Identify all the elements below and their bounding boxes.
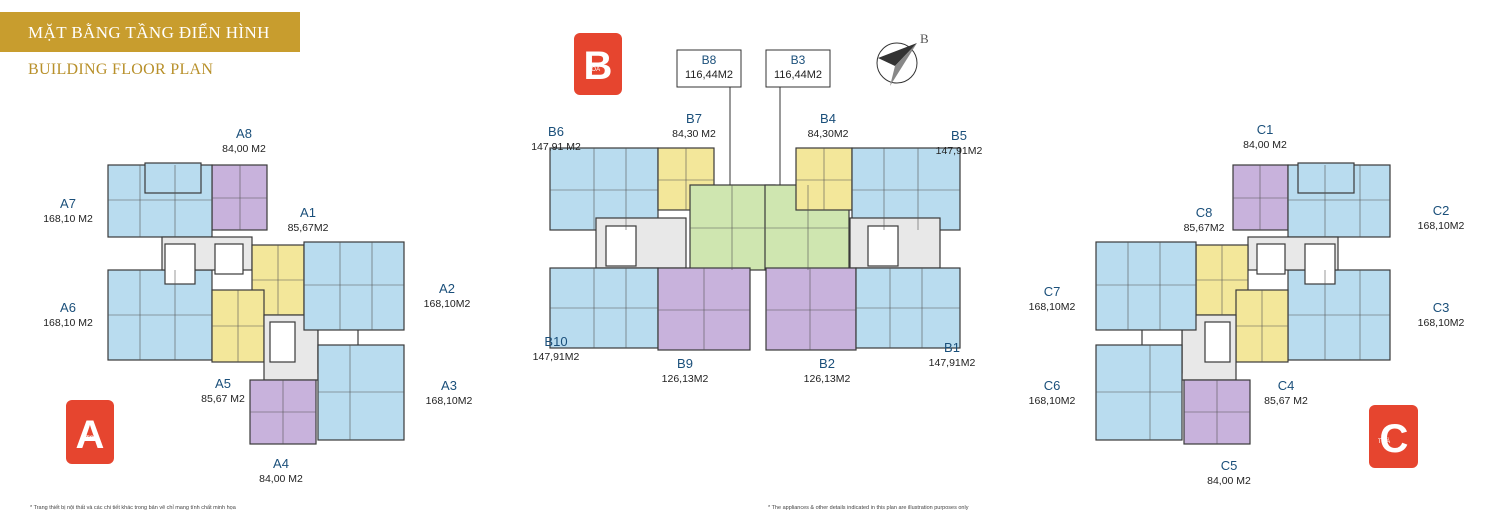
unit-code-c7: C7	[1044, 284, 1061, 299]
unit-code-a2: A2	[439, 281, 455, 296]
unit-b2-shape	[765, 267, 857, 351]
unit-area-b9: 126,13M2	[662, 373, 709, 385]
unit-code-c2: C2	[1433, 203, 1450, 218]
badge-a-letter: A	[76, 413, 105, 457]
unit-c7-shape	[1095, 241, 1197, 331]
unit-area-c6: 168,10M2	[1029, 395, 1076, 407]
badge-b-letter: B	[584, 44, 613, 88]
unit-code-b3: B3	[791, 53, 806, 67]
unit-code-b6: B6	[548, 124, 564, 139]
unit-code-b2: B2	[819, 356, 835, 371]
unit-area-c5: 84,00 M2	[1207, 475, 1251, 487]
title-banner	[0, 12, 300, 52]
unit-area-a8: 84,00 M2	[222, 143, 266, 155]
north-arrow-icon: B	[876, 31, 929, 86]
unit-area-c4: 85,67 M2	[1264, 395, 1308, 407]
unit-area-a3: 168,10M2	[426, 395, 473, 407]
unit-code-b4: B4	[820, 111, 836, 126]
label-box-b8	[676, 49, 742, 88]
page-subtitle: BUILDING FLOOR PLAN	[28, 61, 214, 78]
footnote-english: * The appliances & other details indicat…	[768, 505, 969, 511]
unit-code-a3: A3	[441, 378, 457, 393]
unit-area-b6: 147,91 M2	[531, 141, 581, 153]
unit-a3-shape	[317, 344, 405, 441]
unit-code-b10: B10	[544, 334, 567, 349]
unit-area-b1: 147,91M2	[929, 357, 976, 369]
unit-code-a8: A8	[236, 126, 252, 141]
unit-c6-shape	[1095, 344, 1183, 441]
building-c-plan	[1095, 162, 1391, 445]
badge-b-small: TOÀ	[588, 66, 600, 73]
unit-a8-shape	[211, 164, 268, 231]
unit-code-a5: A5	[215, 376, 231, 391]
unit-area-a4: 84,00 M2	[259, 473, 303, 485]
unit-area-a6: 168,10 M2	[43, 317, 93, 329]
unit-code-b9: B9	[677, 356, 693, 371]
unit-code-b8: B8	[702, 53, 717, 67]
footnote-vietnamese: * Trang thiết bị nội thất và các chi tiế…	[30, 505, 236, 511]
unit-code-c5: C5	[1221, 458, 1238, 473]
unit-code-c1: C1	[1257, 122, 1274, 137]
page-title: MẶT BẰNG TẦNG ĐIỂN HÌNH	[28, 23, 270, 42]
badge-c-letter: C	[1380, 417, 1409, 461]
unit-area-a7: 168,10 M2	[43, 213, 93, 225]
unit-code-b7: B7	[686, 111, 702, 126]
unit-area-b4: 84,30M2	[808, 128, 849, 140]
unit-area-c7: 168,10M2	[1029, 301, 1076, 313]
unit-code-a6: A6	[60, 300, 76, 315]
unit-code-b1: B1	[944, 340, 960, 355]
unit-area-b5: 147,91M2	[936, 145, 983, 157]
unit-area-c8: 85,67M2	[1184, 222, 1225, 234]
unit-area-a5: 85,67 M2	[201, 393, 245, 405]
unit-a2-shape	[303, 241, 405, 331]
building-a-plan	[107, 162, 405, 445]
unit-b5-shape	[851, 147, 961, 231]
unit-area-b3: 116,44M2	[774, 69, 822, 81]
unit-area-c3: 168,10M2	[1418, 317, 1465, 329]
unit-code-c3: C3	[1433, 300, 1450, 315]
unit-code-b5: B5	[951, 128, 967, 143]
unit-area-b7: 84,30 M2	[672, 128, 716, 140]
unit-area-b10: 147,91M2	[533, 351, 580, 363]
unit-code-c8: C8	[1196, 205, 1213, 220]
unit-c1-shape	[1232, 164, 1289, 231]
unit-area-a2: 168,10M2	[424, 298, 471, 310]
unit-area-c1: 84,00 M2	[1243, 139, 1287, 151]
badge-building-c: C TOÀ	[1369, 405, 1418, 468]
north-label: B	[920, 31, 929, 46]
unit-code-a4: A4	[273, 456, 289, 471]
unit-area-b2: 126,13M2	[804, 373, 851, 385]
badge-c-small: TOÀ	[1378, 438, 1390, 445]
unit-code-c4: C4	[1278, 378, 1295, 393]
unit-b8-shape	[689, 184, 776, 271]
unit-code-a1: A1	[300, 205, 316, 220]
unit-area-a1: 85,67M2	[288, 222, 329, 234]
label-box-b3	[765, 49, 831, 88]
badge-building-a: A TOÀ	[66, 400, 114, 464]
badge-building-b: B TOÀ	[574, 33, 622, 95]
building-b-plan	[549, 87, 961, 351]
badge-a-small: TOÀ	[86, 435, 98, 442]
unit-area-c2: 168,10M2	[1418, 220, 1465, 232]
unit-code-a7: A7	[60, 196, 76, 211]
unit-area-b8: 116,44M2	[685, 69, 733, 81]
unit-code-c6: C6	[1044, 378, 1061, 393]
